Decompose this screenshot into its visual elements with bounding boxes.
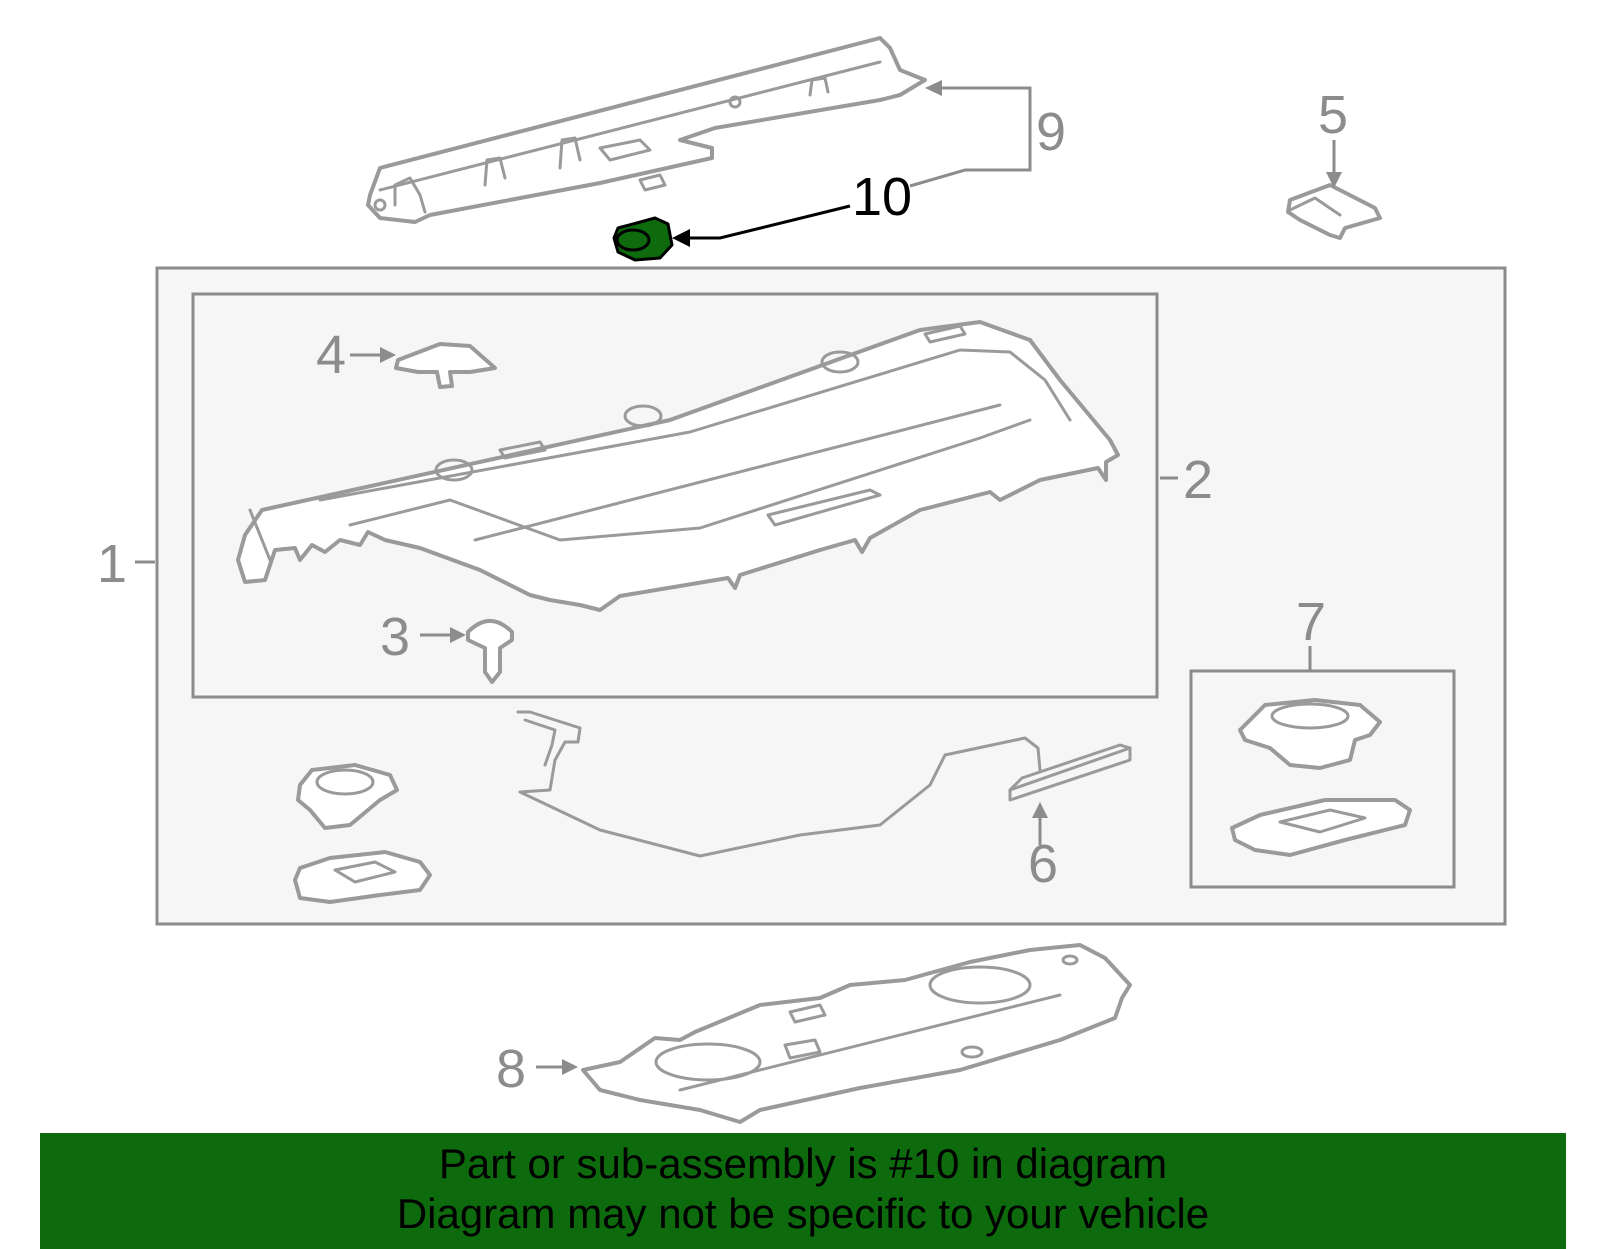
part-7-speaker-bracket (1230, 698, 1412, 857)
part-5-clip (1286, 183, 1382, 240)
arrow-head (380, 347, 396, 363)
callout-3: 3 (380, 607, 410, 667)
banner-line-2: Diagram may not be specific to your vehi… (396, 1190, 1210, 1237)
arrow-head (1032, 802, 1048, 818)
part-9-rail (366, 36, 927, 224)
part-8-lower-tray (581, 943, 1132, 1124)
callout-5: 5 (1318, 85, 1348, 145)
part-3-push-pin (466, 619, 514, 684)
banner-line-1: Part or sub-assembly is #10 in diagram (438, 1140, 1168, 1187)
callout-10: 10 (852, 167, 912, 227)
part-10-clip (612, 216, 674, 262)
callout-2: 2 (1183, 450, 1213, 510)
callout-6: 6 (1028, 834, 1058, 894)
arrow-head (925, 80, 942, 96)
part-2-package-tray (236, 320, 1120, 612)
info-banner: Part or sub-assembly is #10 in diagram D… (40, 1133, 1566, 1249)
callout-8: 8 (496, 1039, 526, 1099)
callout-7: 7 (1296, 592, 1326, 652)
part-6-cable (516, 710, 1132, 858)
speaker-bracket-left (293, 763, 432, 904)
part-4-bracket (394, 342, 497, 389)
arrow-head (1326, 172, 1342, 188)
arrow-head (562, 1059, 578, 1075)
arrow-head (450, 627, 466, 643)
leader-lines (135, 80, 1342, 1075)
callout-4: 4 (316, 325, 346, 385)
callout-9: 9 (1036, 102, 1066, 162)
arrow-head (672, 229, 690, 247)
callout-1: 1 (97, 534, 127, 594)
